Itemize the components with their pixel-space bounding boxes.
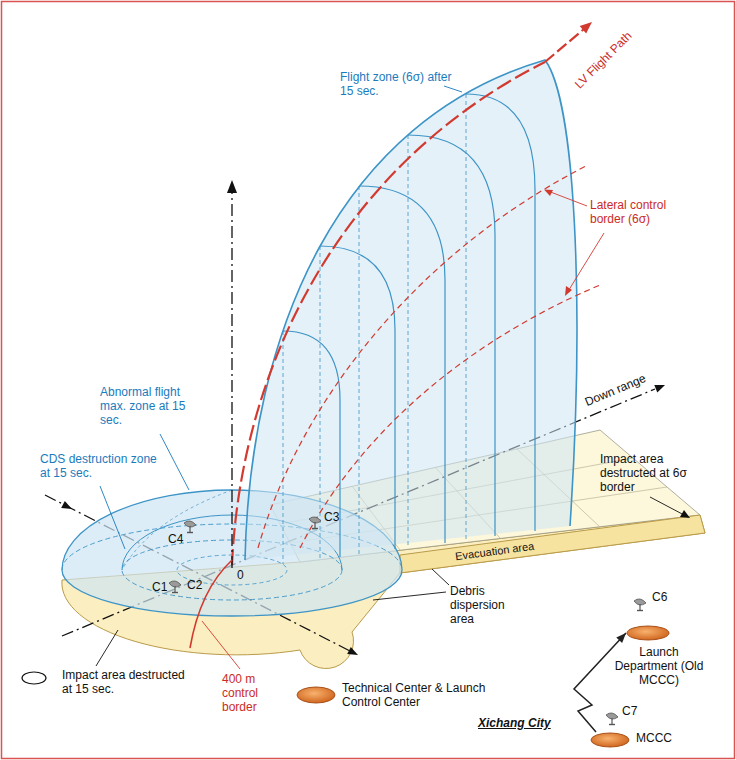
flight-zone-sections [283, 94, 535, 557]
zone-label: Flight zone (6σ) after 15 sec. [340, 70, 452, 98]
border-label: Lateral control border (6σ) [590, 198, 700, 226]
station-icon [184, 521, 196, 533]
small-ellipse [22, 672, 46, 684]
facility-ellipse: Launch Department (Old MCCC) [626, 625, 670, 641]
ellipse-shape [297, 687, 335, 703]
station-label: C2 [187, 578, 202, 592]
station-label: C4 [168, 532, 183, 546]
ellipse-outline [590, 732, 630, 748]
station-icon [606, 713, 618, 725]
arrow-head [654, 385, 665, 393]
zone-label: Abnormal flight max. zone at 15 sec. [100, 385, 204, 427]
station-label: C1 [152, 580, 167, 594]
flight-path [545, 29, 584, 62]
station-label: C3 [324, 510, 339, 524]
flight-zone-outline [245, 60, 577, 560]
flight-path [232, 62, 545, 565]
station-label: C7 [622, 704, 637, 718]
facility-ellipse: MCCC [590, 732, 630, 748]
arrow-head [61, 501, 72, 509]
area-label: Debris dispersion area [450, 584, 522, 626]
dome-meridian [122, 490, 232, 570]
ellipse-outline [296, 686, 336, 704]
impact-label: Impact area destructed at 6σ border [600, 452, 704, 494]
ellipse-shape [591, 733, 629, 747]
arrow-head [580, 22, 592, 34]
flight-zone-fill [245, 60, 577, 560]
node-text: Launch Department (Old MCCC) [614, 645, 704, 687]
zone-label: CDS destruction zone at 15 sec. [40, 452, 158, 480]
ellipse-shape [627, 626, 669, 640]
station-icon [309, 517, 321, 529]
node-text: Technical Center & Launch Control Center [342, 681, 507, 709]
arrow-head [616, 633, 626, 643]
node-text: MCCC [636, 731, 672, 745]
arrow-head [680, 510, 690, 518]
leader-line [100, 86, 462, 549]
arrow-head [227, 180, 237, 193]
leader-line [202, 191, 604, 669]
flight-path-label: LV Flight Path [572, 29, 635, 92]
vertical-axis [231, 190, 232, 568]
ellipse-outline [626, 625, 670, 641]
facility-ellipse: Technical Center & Launch Control Center [296, 686, 336, 704]
arrow-head [565, 286, 572, 296]
lateral-border [258, 165, 588, 548]
leader-line [96, 497, 686, 666]
border-label: 400 m control border [222, 672, 292, 714]
city-label: Xichang City [478, 716, 551, 730]
station-icon [169, 581, 181, 593]
link-connector [574, 633, 626, 732]
arrow-head [544, 190, 553, 197]
station-label: C6 [652, 590, 667, 604]
control-border [190, 560, 232, 648]
axis-label: Down range [582, 371, 647, 409]
origin-label: 0 [237, 568, 244, 582]
flight-zone-inner [283, 94, 466, 564]
lateral-border [300, 285, 600, 548]
station-icon [634, 599, 646, 611]
arrow-head [347, 647, 358, 655]
impact-label: Impact area destructed at 15 sec. [62, 668, 197, 696]
